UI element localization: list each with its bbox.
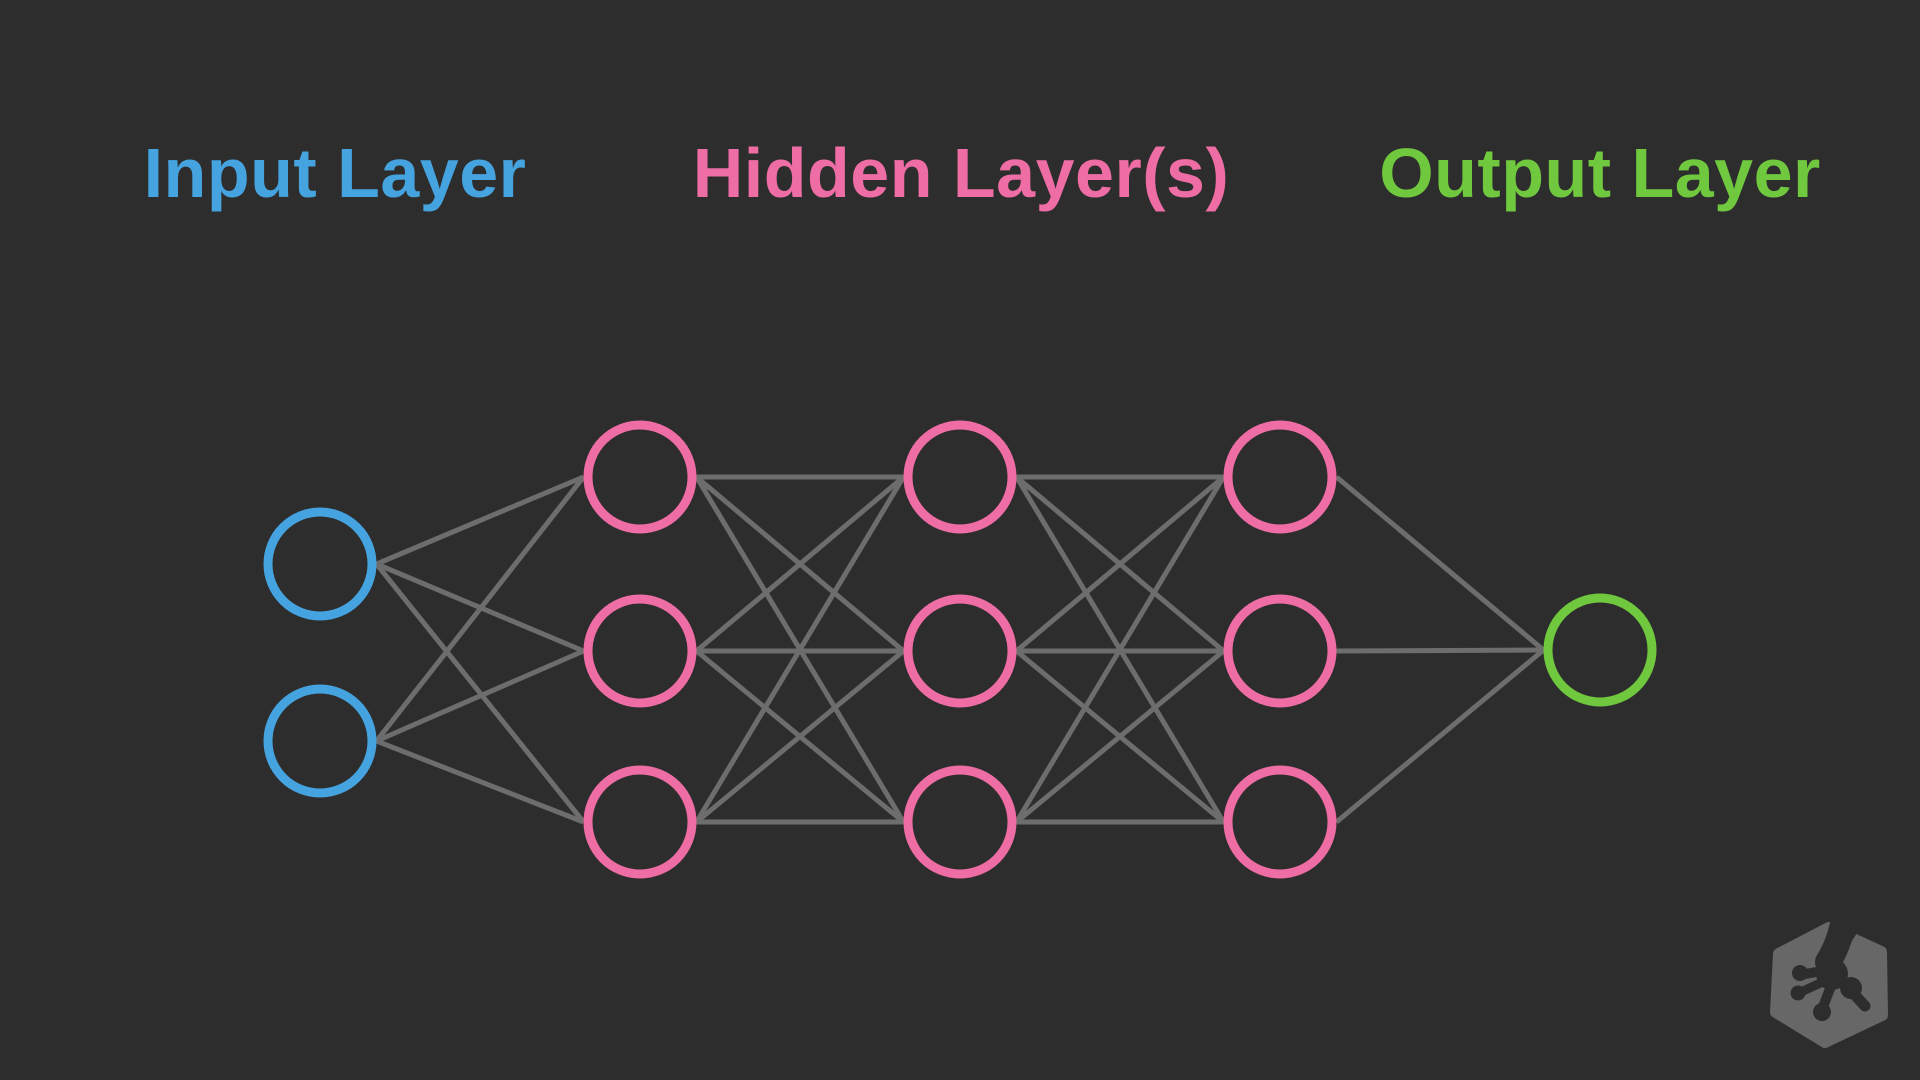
label-hidden: Hidden Layer(s)	[692, 134, 1230, 212]
hidden-node	[903, 765, 1017, 879]
edge-line	[374, 562, 586, 824]
hidden-node	[903, 594, 1017, 708]
edge-line	[1014, 475, 1226, 824]
edge-line	[375, 648, 585, 744]
input-node	[263, 684, 377, 798]
edge-line	[694, 475, 906, 653]
edge-line	[374, 475, 586, 743]
frog-foot-hexagon-logo	[1770, 916, 1888, 1048]
label-output: Output Layer	[1379, 134, 1821, 212]
frog-foot-cutout	[1790, 916, 1871, 1021]
edge-line	[375, 738, 585, 825]
edge-line	[1334, 475, 1546, 652]
edge-line	[1014, 475, 1226, 653]
hidden-node	[1223, 765, 1337, 879]
label-input: Input Layer	[143, 134, 527, 212]
hidden-node	[583, 420, 697, 534]
edge-line	[1334, 648, 1546, 824]
hidden-node	[1223, 594, 1337, 708]
hidden-node	[583, 594, 697, 708]
hidden-node	[903, 420, 1017, 534]
input-node	[263, 507, 377, 621]
output-node	[1543, 593, 1657, 707]
hidden-node	[1223, 420, 1337, 534]
edge-line	[694, 475, 906, 824]
edge-line	[1014, 649, 1226, 824]
hidden-node	[583, 765, 697, 879]
edge-line	[375, 474, 585, 567]
edge-line	[694, 649, 906, 824]
edge-line	[1336, 647, 1544, 654]
